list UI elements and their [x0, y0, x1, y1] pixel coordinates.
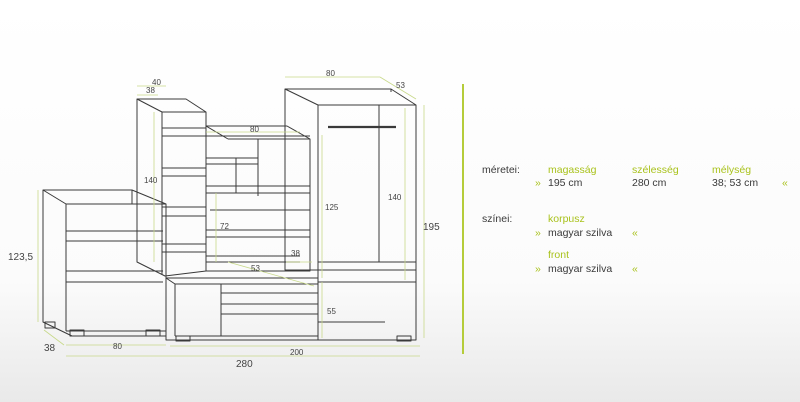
- bullet-open: »: [535, 177, 541, 189]
- body-color-value: magyar szilva: [548, 227, 613, 239]
- front-label: front: [548, 249, 570, 261]
- dim-top-40: 40: [152, 78, 161, 87]
- width-label: szélesség: [632, 164, 679, 176]
- dim-tower-140: 140: [144, 176, 158, 185]
- colors-label: színei:: [482, 213, 513, 225]
- left-low-cabinet: [42, 189, 167, 337]
- dim-shelf-72: 72: [220, 222, 229, 231]
- dim-middle-80: 80: [250, 125, 259, 134]
- width-value: 280 cm: [632, 177, 667, 189]
- dim-total-195: 195: [423, 222, 440, 233]
- wardrobe: [284, 88, 417, 341]
- depth-value: 38; 53 cm: [712, 177, 759, 189]
- dimensions-label: méretei:: [482, 164, 520, 176]
- dim-wardrobe-140: 140: [388, 193, 402, 202]
- dim-tv-55: 55: [327, 307, 336, 316]
- dim-left-123-5: 123,5: [8, 252, 33, 263]
- dim-wardrobe-125: 125: [325, 203, 339, 212]
- dim-bottom-38: 38: [44, 343, 56, 354]
- bullet-close: «: [782, 177, 788, 189]
- bullet-open: »: [535, 263, 541, 275]
- bullet-open: »: [535, 227, 541, 239]
- dimension-lines: [37, 76, 425, 357]
- depth-label: mélység: [712, 164, 752, 176]
- dim-total-280: 280: [236, 359, 253, 370]
- dim-shelf-38: 38: [291, 249, 300, 258]
- front-color-value: magyar szilva: [548, 263, 613, 275]
- height-value: 195 cm: [548, 177, 583, 189]
- section-divider: [462, 84, 464, 354]
- dim-depth-53: 53: [251, 264, 260, 273]
- height-label: magasság: [548, 164, 597, 176]
- dim-wardrobe-80: 80: [326, 69, 335, 78]
- dim-bottom-200: 200: [290, 348, 304, 357]
- middle-shelf-unit: [205, 125, 311, 272]
- bullet-close: «: [632, 263, 638, 275]
- body-label: korpusz: [548, 213, 585, 225]
- dim-top-38: 38: [146, 86, 155, 95]
- dim-bottom-80: 80: [113, 342, 122, 351]
- bullet-close: «: [632, 227, 638, 239]
- dim-wardrobe-53: 53: [396, 81, 405, 90]
- tv-unit: [165, 277, 412, 342]
- tall-left-tower: [136, 98, 207, 277]
